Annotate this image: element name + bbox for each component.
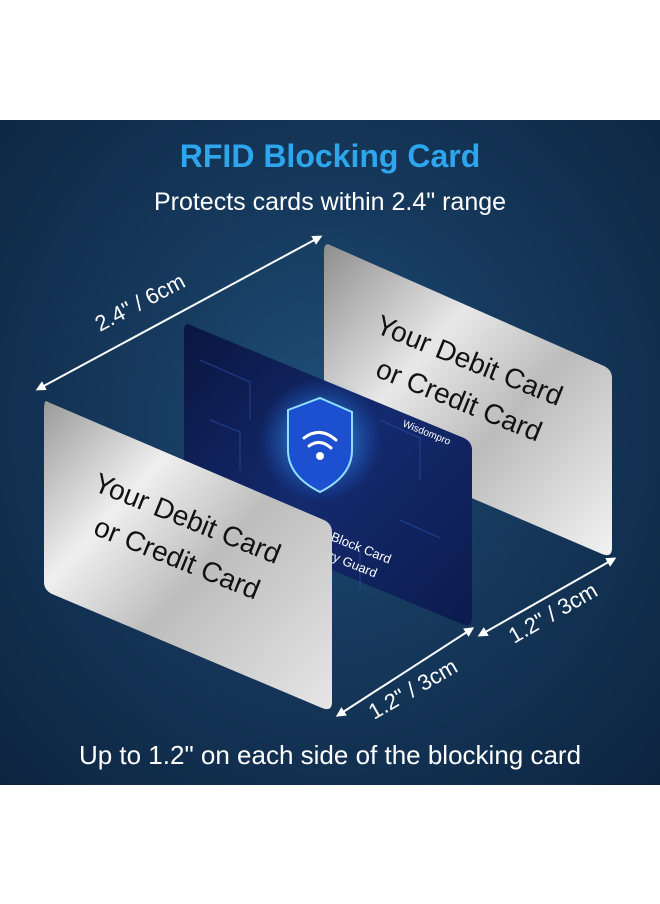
wifi-icon [302,431,338,460]
width-arrow [35,235,323,391]
depth-back-arrow [477,557,617,637]
back-card [324,244,612,556]
page-title: RFID Blocking Card [179,138,481,174]
circuit-lines [199,359,441,590]
front-card [44,401,332,710]
shield-icon [287,396,353,494]
card-illustration: 2.4" / 6cm Your Debit Card or Credit Car… [35,235,617,724]
product-banner: 2.4" / 6cm Your Debit Card or Credit Car… [0,120,660,785]
depth-front-arrow [335,627,475,717]
width-label: 2.4" / 6cm [91,268,190,336]
footer-caption: Up to 1.2" on each side of the blocking … [78,740,582,770]
page-subtitle: Protects cards within 2.4" range [153,188,507,216]
